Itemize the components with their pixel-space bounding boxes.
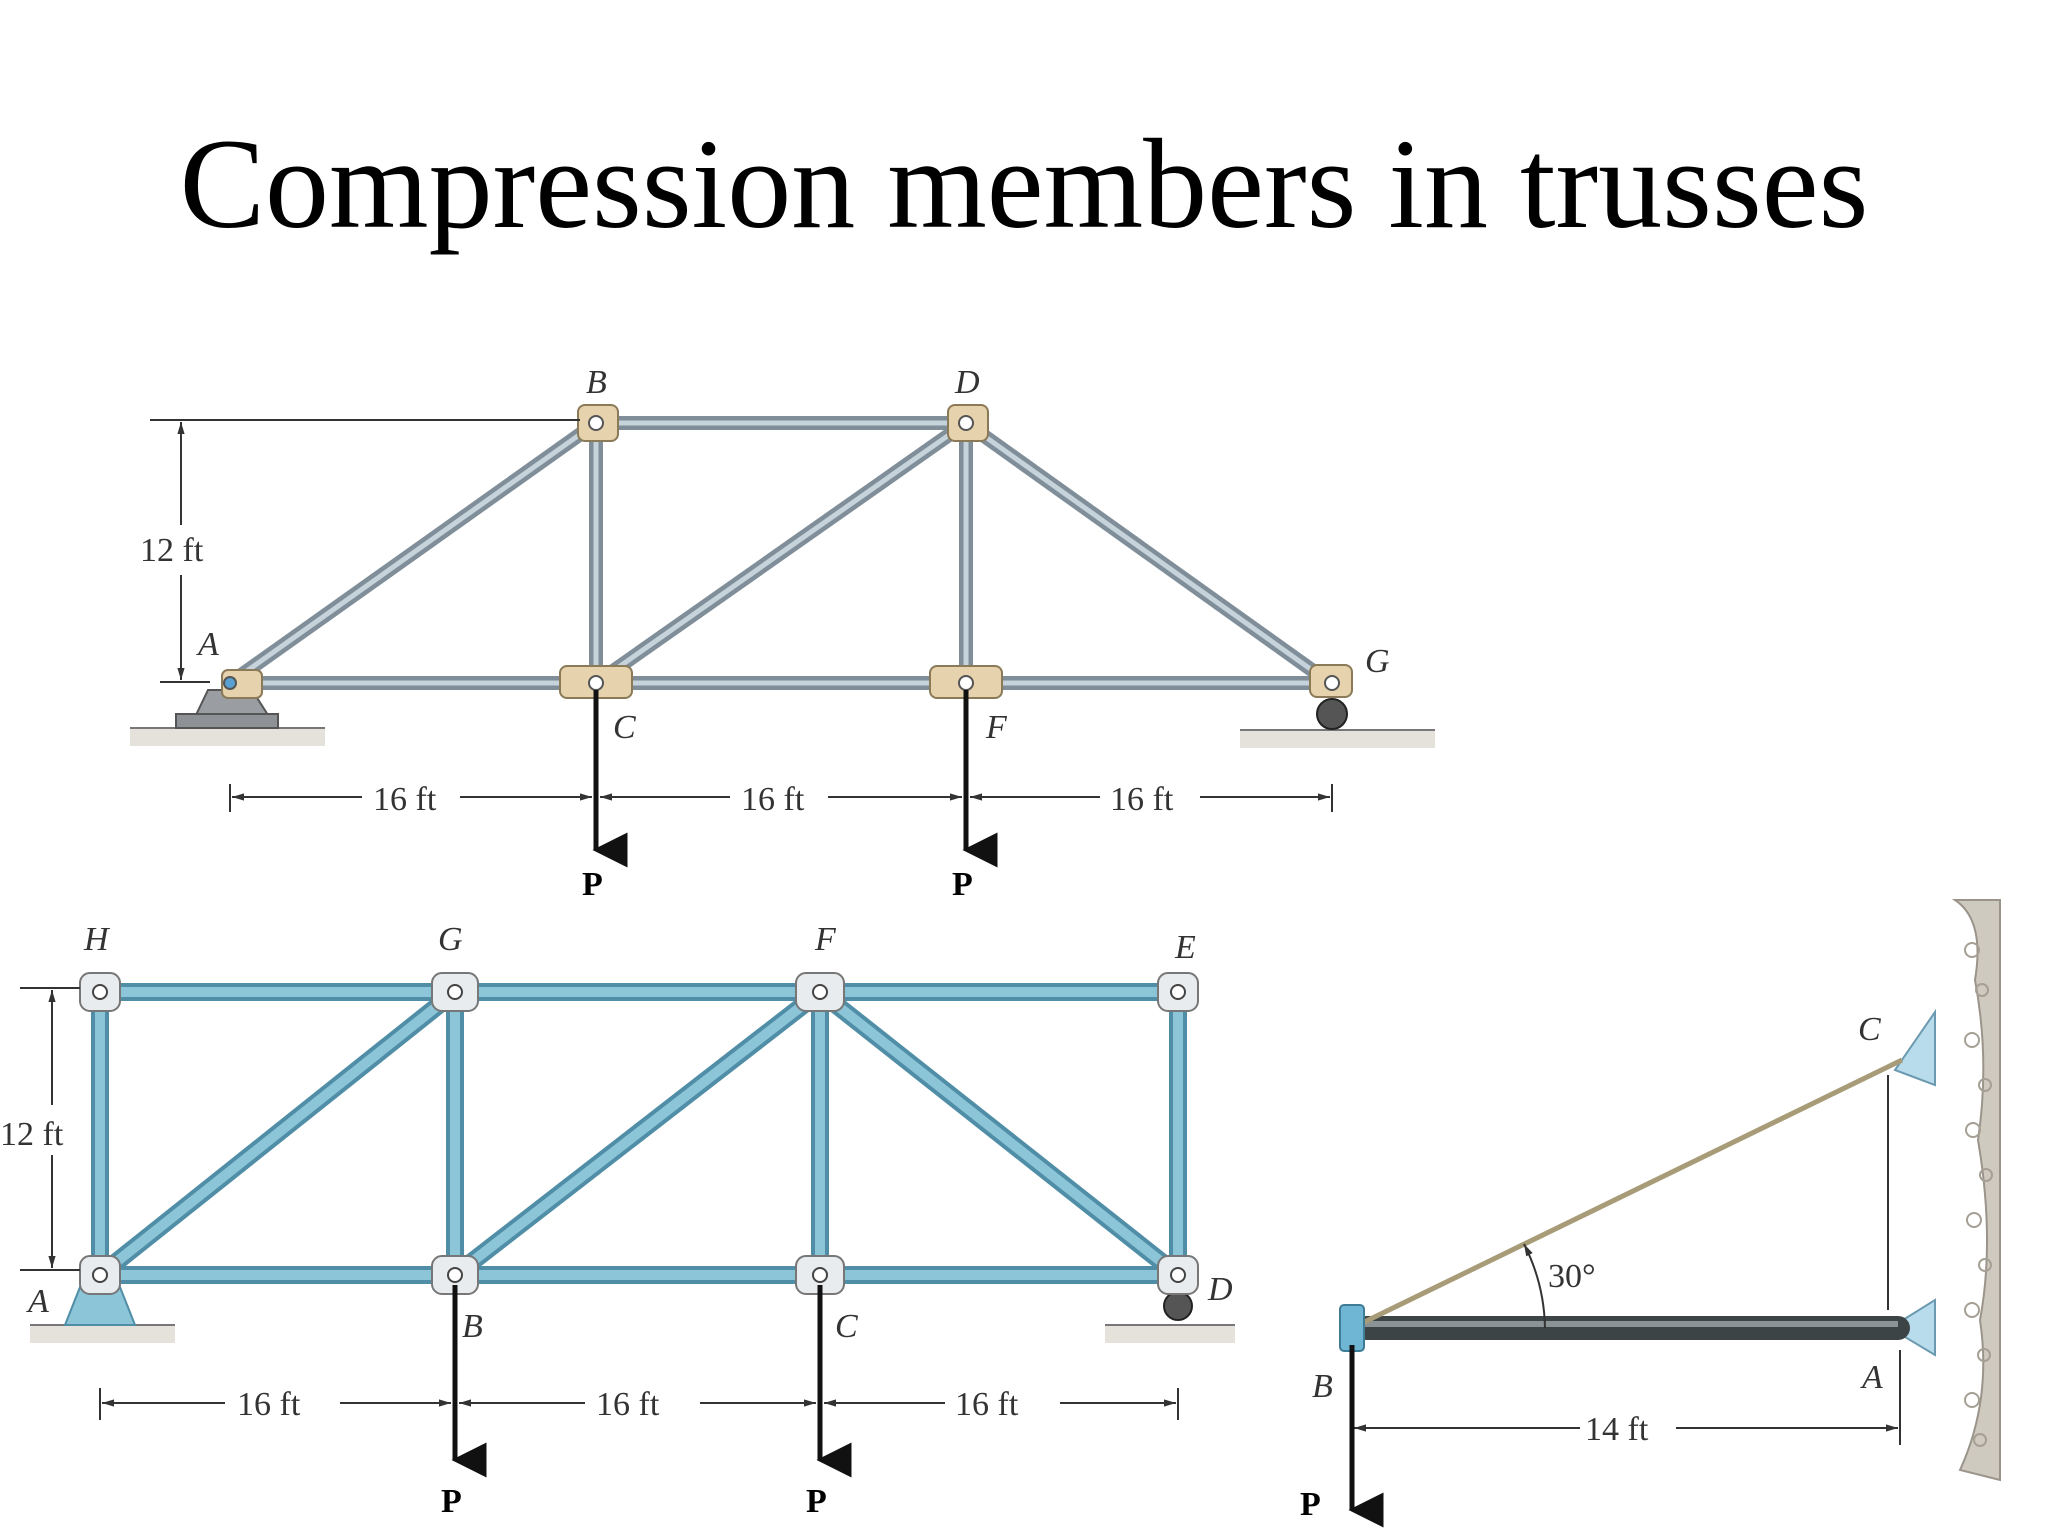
truss1-label-B: B <box>586 364 607 401</box>
truss2-span-2: 16 ft <box>596 1386 660 1423</box>
bracket-A <box>1888 1298 1936 1357</box>
roller-support-G <box>1316 698 1348 730</box>
truss1-label-D: D <box>954 364 980 401</box>
truss2-label-G: G <box>438 921 463 958</box>
truss1-label-C: C <box>613 709 636 746</box>
truss1-load-label-1: P <box>582 866 603 903</box>
truss2-span-dimensions <box>99 1388 1179 1420</box>
boom-label-A: A <box>1860 1359 1883 1396</box>
truss1-span-2: 16 ft <box>741 781 805 818</box>
truss2-roller-support-D <box>1163 1291 1193 1321</box>
truss1-gussets <box>221 404 1353 699</box>
truss-1: A B D C F G 12 ft 16 ft 16 ft 16 ft <box>130 364 1435 903</box>
truss2-label-E: E <box>1174 929 1196 966</box>
truss1-label-F: F <box>985 709 1008 746</box>
truss1-span-1: 16 ft <box>373 781 437 818</box>
truss2-label-A: A <box>26 1283 49 1320</box>
truss2-label-F: F <box>814 921 837 958</box>
boom-angle-label: 30° <box>1548 1258 1596 1295</box>
truss2-label-B: B <box>462 1308 483 1345</box>
truss2-label-D: D <box>1207 1271 1233 1308</box>
bracket-C <box>1893 1008 1936 1087</box>
truss1-ground-right <box>1240 729 1435 748</box>
truss1-load-label-2: P <box>952 866 973 903</box>
truss1-height-label: 12 ft <box>140 532 204 569</box>
truss1-span-dimensions <box>229 784 1333 812</box>
truss2-height-label: 12 ft <box>0 1116 64 1153</box>
truss2-span-1: 16 ft <box>237 1386 301 1423</box>
boom-label-C: C <box>1858 1011 1881 1048</box>
boom-label-B: B <box>1312 1368 1333 1405</box>
truss2-joints <box>79 972 1199 1295</box>
truss1-span-3: 16 ft <box>1110 781 1174 818</box>
truss1-ground-left <box>130 727 325 746</box>
slide-title: Compression members in trusses <box>179 113 1869 255</box>
truss-2: H G F E A B C D 12 ft 16 ft 16 ft 16 ft <box>0 921 1235 1520</box>
truss2-span-3: 16 ft <box>955 1386 1019 1423</box>
truss2-label-H: H <box>83 921 111 958</box>
stone-wall <box>1951 899 2001 1482</box>
boom-load-label: P <box>1300 1486 1321 1523</box>
truss1-height-dimension <box>150 419 580 683</box>
truss2-load-label-2: P <box>806 1483 827 1520</box>
boom-assembly: 30° C A B 14 ft P <box>1300 899 2001 1528</box>
angle-arc <box>1523 1243 1546 1329</box>
truss2-ground-left <box>30 1324 175 1343</box>
boom-length-label: 14 ft <box>1585 1411 1649 1448</box>
truss2-label-C: C <box>835 1308 858 1345</box>
truss1-label-G: G <box>1365 643 1390 680</box>
truss2-ground-right <box>1105 1324 1235 1343</box>
truss2-height-dimension <box>20 987 80 1271</box>
end-fitting-B <box>1339 1304 1365 1352</box>
truss2-load-label-1: P <box>441 1483 462 1520</box>
truss1-label-A: A <box>196 626 219 663</box>
cable-BC <box>1350 1057 1904 1331</box>
